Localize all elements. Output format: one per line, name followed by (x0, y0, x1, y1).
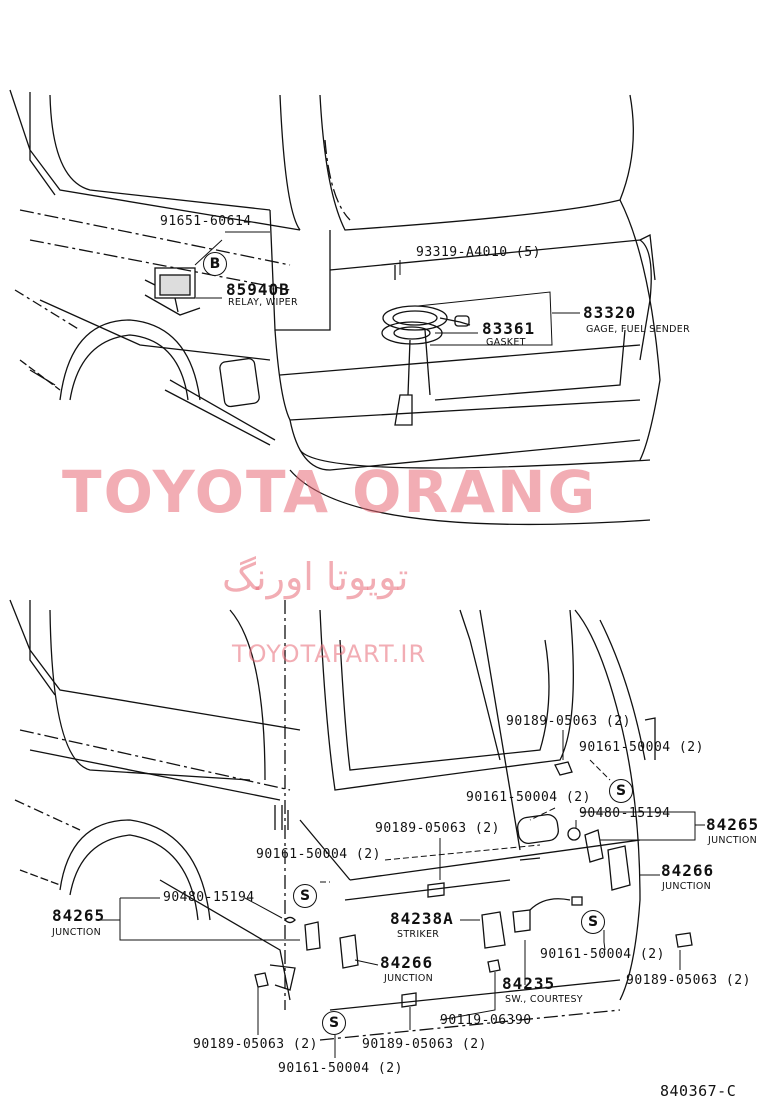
part-name-junction-84266-right: JUNCTION (662, 881, 712, 892)
part-number-90189-d: 90189-05063 (2) (193, 1037, 318, 1052)
figure-code: 840367-C (660, 1082, 737, 1100)
part-number-84266-left: 84266 (380, 953, 434, 972)
part-number-85940b: 85940B (226, 280, 290, 299)
part-number-83361: 83361 (482, 319, 536, 338)
part-name-striker: STRIKER (397, 929, 440, 940)
callout-circle-b: B (203, 252, 227, 276)
part-number-90119: 90119-06390 (440, 1013, 532, 1028)
part-name-junction-84265-right: JUNCTION (708, 835, 758, 846)
bottom-vehicle-outline (9, 599, 656, 1041)
part-number-93319: 93319-A4010 (5) (416, 245, 541, 260)
callout-circle-s-1: S (609, 779, 633, 803)
watermark-site: TOYOTAPART.IR (232, 640, 427, 668)
callout-circle-s-2: S (293, 884, 317, 908)
relay-wiper-part (144, 267, 201, 316)
part-number-90161-c: 90161-50004 (2) (256, 847, 381, 862)
part-number-84238a: 84238A (390, 909, 454, 928)
part-number-90189-b: 90189-05063 (2) (375, 821, 500, 836)
bottom-small-parts (254, 761, 693, 1008)
part-number-90161-b: 90161-50004 (2) (466, 790, 591, 805)
part-number-91651: 91651-60614 (160, 214, 252, 229)
part-name-relay-wiper: RELAY, WIPER (228, 297, 298, 308)
part-number-90189-c: 90189-05063 (2) (626, 973, 751, 988)
part-number-90189-e: 90189-05063 (2) (362, 1037, 487, 1052)
part-number-83320: 83320 (583, 303, 637, 322)
watermark-latin: TOYOTA ORANG (62, 458, 598, 526)
part-number-84265-left: 84265 (52, 906, 106, 925)
part-name-gasket: GASKET (486, 337, 526, 348)
bottom-leader-lines (100, 730, 705, 1058)
part-number-84266-right: 84266 (661, 861, 715, 880)
callout-circle-s-3: S (581, 910, 605, 934)
part-name-sw-courtesy: SW., COURTESY (505, 994, 583, 1005)
part-name-gage-fuel-sender: GAGE, FUEL SENDER (586, 324, 690, 335)
part-number-90161-a: 90161-50004 (2) (579, 740, 704, 755)
part-number-84265-right: 84265 (706, 815, 760, 834)
part-number-90161-d: 90161-50004 (2) (540, 947, 665, 962)
part-name-junction-84265-left: JUNCTION (52, 927, 102, 938)
part-number-90480-left: 90480-15194 (163, 890, 255, 905)
part-number-84235: 84235 (502, 974, 556, 993)
watermark-farsi: تویوتا اورنگ (222, 555, 409, 599)
part-name-junction-84266-left: JUNCTION (384, 973, 434, 984)
part-number-90480-right: 90480-15194 (579, 806, 671, 821)
callout-circle-s-4: S (322, 1011, 346, 1035)
part-number-90189-a: 90189-05063 (2) (506, 714, 631, 729)
part-number-90161-e: 90161-50004 (2) (278, 1061, 403, 1076)
top-vehicle-outline (9, 89, 661, 526)
